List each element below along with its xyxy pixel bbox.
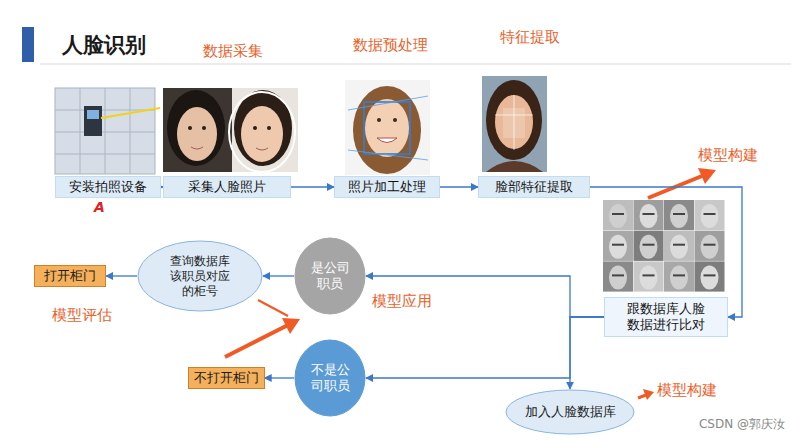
stage-label: 数据预处理 [353,36,428,55]
flow-arrow [366,276,604,317]
woman-photo [345,80,430,175]
node-text: 安装拍照设备 [69,179,147,195]
database-ellipse: 加入人脸数据库 [505,389,635,435]
decision-circle: 是公司职员 [294,237,366,315]
result-box: 打开柜门 [34,265,106,287]
node-text: 打开柜门 [44,268,96,284]
node-text: 不打开柜门 [194,370,259,386]
flow-arrow [265,377,295,378]
stage-label: 模型构建 [657,381,717,400]
node-text: 查询数据库该职员对应的柜号 [167,254,233,299]
header-bar [22,27,34,62]
watermark: CSDN @郭庆汝 [699,416,785,433]
query-ellipse: 查询数据库该职员对应的柜号 [137,240,263,312]
node-text: 是公司职员 [308,260,352,293]
node-text: 脸部特征提取 [495,179,573,195]
process-box: 安装拍照设备 [55,176,161,198]
flow-arrow [570,317,604,389]
node-text: 照片加工处理 [348,179,426,195]
decision-circle: 不是公司职员 [294,339,366,417]
flow-arrow [263,275,294,276]
stage-label: 模型应用 [372,292,432,311]
node-text: 跟数据库人脸数据进行比对 [625,301,707,334]
node-text: 不是公司职员 [308,362,352,395]
compare-box: 跟数据库人脸数据进行比对 [604,297,728,338]
flow-arrow [366,317,604,378]
feature-photo [482,76,547,172]
node-text: 加入人脸数据库 [525,404,616,420]
process-box: 采集人脸照片 [163,176,291,198]
stage-label: 模型评估 [52,306,112,325]
flow-arrow [106,275,137,276]
flow-arrow [440,186,478,187]
face-grid-photo [603,200,725,292]
process-box: 脸部特征提取 [478,176,590,198]
stage-label: 模型构建 [698,146,758,165]
stage-label: 特征提取 [500,28,560,47]
faces-photo [163,88,298,172]
locker-picture [55,88,160,174]
annotation-mark: A [94,199,105,215]
node-text: 采集人脸照片 [188,179,266,195]
diagram-title: 人脸识别 [62,31,146,59]
process-box: 照片加工处理 [334,176,440,198]
result-box: 不打开柜门 [188,367,265,389]
header-rule [40,64,791,65]
flow-arrow [291,186,334,187]
stage-label: 数据采集 [203,42,263,61]
